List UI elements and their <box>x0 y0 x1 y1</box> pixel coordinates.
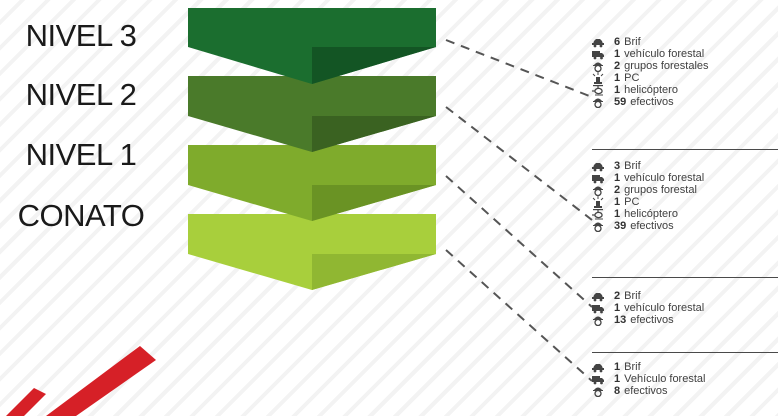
resource-name: Brif <box>624 290 641 302</box>
connector-nivel-3 <box>445 39 593 98</box>
truck-icon <box>592 373 604 385</box>
level-block-nivel-1 <box>188 145 436 221</box>
divider <box>592 277 778 278</box>
resource-count: 13 <box>614 314 627 326</box>
car-icon <box>592 36 604 48</box>
logo-stripe-right <box>46 346 156 416</box>
resource-count: 8 <box>614 385 621 397</box>
resource-count: 39 <box>614 220 627 232</box>
resource-count: 1 <box>614 84 621 96</box>
resource-name: Brif <box>624 36 641 48</box>
resource-count: 1 <box>614 196 621 208</box>
level-label-nivel-3: NIVEL 3 <box>25 18 137 53</box>
level-block-nivel-2-shade <box>312 116 436 152</box>
resource-count: 2 <box>614 184 621 196</box>
resource-name: efectivos <box>630 314 674 326</box>
resource-count: 59 <box>614 96 627 108</box>
resource-count: 3 <box>614 160 621 172</box>
resource-count: 1 <box>614 373 621 385</box>
resource-count: 6 <box>614 36 621 48</box>
firefighter-icon <box>592 60 604 73</box>
resource-name: vehículo forestal <box>624 172 705 184</box>
resource-count: 1 <box>614 208 621 220</box>
beacon-icon <box>592 72 604 84</box>
truck-icon <box>592 172 604 184</box>
helicopter-icon <box>592 84 604 96</box>
resource-name: efectivos <box>630 96 674 108</box>
level-block-nivel-3 <box>188 8 436 84</box>
logo-stripe-left <box>6 388 46 416</box>
resource-name: efectivos <box>624 385 668 397</box>
resource-name: vehículo forestal <box>624 48 705 60</box>
divider <box>592 149 778 150</box>
resource-name: helicóptero <box>624 84 678 96</box>
resource-name: Brif <box>624 160 641 172</box>
resource-count: 2 <box>614 60 621 72</box>
car-icon <box>592 290 604 302</box>
resource-count: 2 <box>614 290 621 302</box>
resource-name: efectivos <box>630 220 674 232</box>
firefighter-icon <box>592 184 604 197</box>
level-block-nivel-1-shade <box>312 185 436 221</box>
resource-name: Brif <box>624 361 641 373</box>
car-icon <box>592 361 604 373</box>
truck-icon <box>592 302 604 314</box>
firefighter-icon <box>592 96 604 109</box>
resource-name: vehículo forestal <box>624 302 705 314</box>
connector-nivel-1 <box>445 175 593 308</box>
resource-count: 1 <box>614 48 621 60</box>
helicopter-icon <box>592 208 604 220</box>
divider <box>592 352 778 353</box>
level-label-nivel-2: NIVEL 2 <box>25 77 137 112</box>
connector-conato <box>445 249 593 382</box>
resource-name: PC <box>624 196 640 208</box>
level-block-nivel-3-shade <box>312 47 436 84</box>
level-block-nivel-2 <box>188 76 436 152</box>
resource-name: Vehículo forestal <box>624 373 706 385</box>
truck-icon <box>592 48 604 60</box>
resource-name: grupos forestales <box>624 60 709 72</box>
level-block-conato-shade <box>312 254 436 290</box>
car-icon <box>592 160 604 172</box>
firefighter-icon <box>592 220 604 233</box>
firefighter-icon <box>592 385 604 398</box>
firefighter-icon <box>592 314 604 327</box>
resource-count: 1 <box>614 172 621 184</box>
level-block-conato <box>188 214 436 290</box>
resource-count: 1 <box>614 361 621 373</box>
resource-count: 1 <box>614 72 621 84</box>
resource-count: 1 <box>614 302 621 314</box>
level-label-nivel-1: NIVEL 1 <box>25 137 137 172</box>
resource-name: grupos forestal <box>624 184 697 196</box>
resource-name: PC <box>624 72 640 84</box>
beacon-icon <box>592 196 604 208</box>
resource-name: helicóptero <box>624 208 678 220</box>
level-label-conato: CONATO <box>17 198 145 233</box>
